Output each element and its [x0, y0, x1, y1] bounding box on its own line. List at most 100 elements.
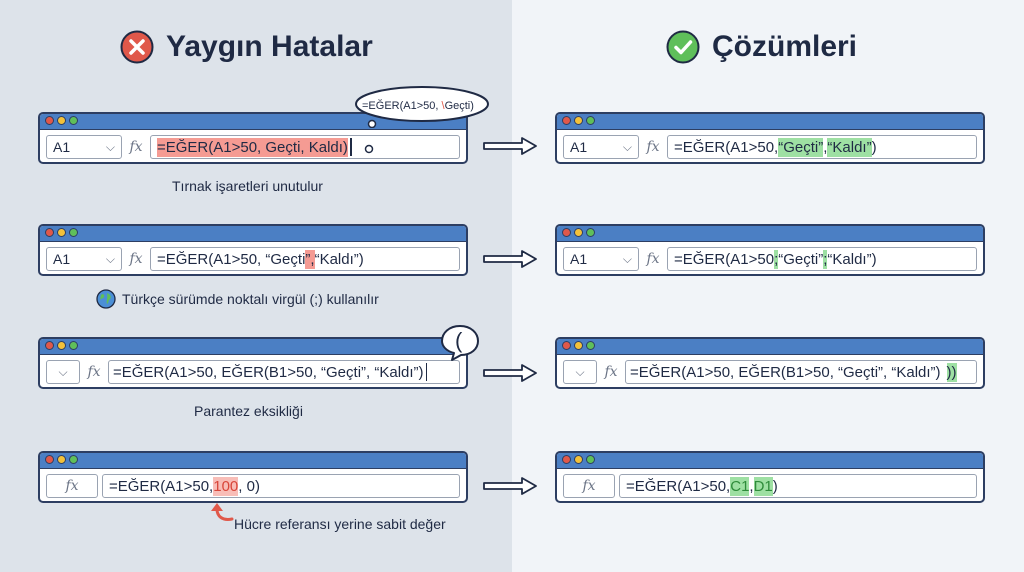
- minimize-dot-icon[interactable]: [57, 228, 66, 237]
- chevron-down-icon[interactable]: ⌵: [58, 364, 68, 379]
- close-dot-icon[interactable]: [45, 116, 54, 125]
- maximize-dot-icon[interactable]: [586, 341, 595, 350]
- maximize-dot-icon[interactable]: [69, 228, 78, 237]
- window-titlebar: [557, 339, 983, 355]
- fix-highlight: C1: [730, 476, 750, 496]
- maximize-dot-icon[interactable]: [69, 341, 78, 350]
- caption-missing-paren: Parantez eksikliği: [194, 403, 303, 419]
- formula-bar: A1⌵ fx =EĞER(A1>50, “Geçti”, “Kaldı”): [46, 246, 460, 272]
- window-titlebar: [40, 114, 466, 130]
- chevron-down-icon[interactable]: ⌵: [575, 364, 585, 379]
- formula-bar: ⌵ fx =EĞER(A1>50, EĞER(B1>50, “Geçti”, “…: [46, 359, 460, 385]
- name-box[interactable]: ⌵: [46, 360, 80, 384]
- close-dot-icon[interactable]: [562, 116, 571, 125]
- formula-input[interactable]: =EĞER(A1>50, EĞER(B1>50, “Geçti”, “Kaldı…: [625, 360, 977, 384]
- window-titlebar: [40, 339, 466, 355]
- formula-input[interactable]: =EĞER(A1>50, “Geçti”, “Kaldı”): [150, 247, 460, 271]
- close-dot-icon[interactable]: [562, 228, 571, 237]
- name-box[interactable]: A1⌵: [46, 247, 122, 271]
- arrow-right-icon: [483, 477, 537, 495]
- close-dot-icon[interactable]: [562, 341, 571, 350]
- formula-input[interactable]: =EĞER(A1>50, EĞER(B1>50, “Geçti”, “Kaldı…: [108, 360, 460, 384]
- name-box[interactable]: A1⌵: [563, 247, 639, 271]
- maximize-dot-icon[interactable]: [69, 455, 78, 464]
- arrow-right-icon: [483, 137, 537, 155]
- minimize-dot-icon[interactable]: [574, 455, 583, 464]
- fix-highlight: D1: [753, 476, 773, 496]
- name-box[interactable]: ⌵: [563, 360, 597, 384]
- maximize-dot-icon[interactable]: [586, 116, 595, 125]
- thought-dot: [364, 144, 374, 154]
- fix-highlight: “Kaldı”: [827, 137, 872, 157]
- formula-bar: A1⌵ fx =EĞER(A1>50; “Geçti”; “Kaldı”): [563, 246, 977, 272]
- fix-highlight: ;: [823, 249, 828, 269]
- fx-icon[interactable]: fx: [582, 478, 596, 494]
- fix-highlight: “Geçti”: [778, 137, 824, 157]
- formula-bar: A1⌵ fx =EĞER(A1>50, “Geçti”, “Kaldı”): [563, 134, 977, 160]
- fx-icon[interactable]: fx: [87, 364, 101, 380]
- formula-input[interactable]: =EĞER(A1>50, “Geçti”, “Kaldı”): [667, 135, 977, 159]
- formula-input[interactable]: =EĞER(A1>50, 100, 0): [102, 474, 460, 498]
- chevron-down-icon[interactable]: ⌵: [622, 251, 632, 266]
- excel-window-wrong-3: ⌵ fx =EĞER(A1>50, EĞER(B1>50, “Geçti”, “…: [38, 337, 468, 389]
- name-box[interactable]: A1⌵: [563, 135, 639, 159]
- arrow-right-icon: [483, 364, 537, 382]
- close-dot-icon[interactable]: [45, 228, 54, 237]
- excel-window-wrong-4: fx =EĞER(A1>50, 100, 0): [38, 451, 468, 503]
- window-titlebar: [557, 114, 983, 130]
- errors-heading: Yaygın Hatalar: [120, 30, 373, 64]
- minimize-dot-icon[interactable]: [57, 116, 66, 125]
- fx-icon[interactable]: fx: [604, 364, 618, 380]
- chevron-down-icon[interactable]: ⌵: [105, 139, 115, 154]
- text-cursor: [425, 363, 428, 381]
- excel-window-fixed-3: ⌵ fx =EĞER(A1>50, EĞER(B1>50, “Geçti”, “…: [555, 337, 985, 389]
- fix-highlight: )): [946, 362, 957, 382]
- window-titlebar: [557, 226, 983, 242]
- chevron-down-icon[interactable]: ⌵: [622, 139, 632, 154]
- formula-bar: fx =EĞER(A1>50, C1, D1): [563, 473, 977, 499]
- fx-icon[interactable]: fx: [646, 251, 660, 267]
- solutions-title: Çözümleri: [712, 30, 858, 63]
- excel-window-fixed-2: A1⌵ fx =EĞER(A1>50; “Geçti”; “Kaldı”): [555, 224, 985, 276]
- window-titlebar: [40, 453, 466, 469]
- formula-bar: fx =EĞER(A1>50, 100, 0): [46, 473, 460, 499]
- formula-error-highlight: ”,: [305, 249, 315, 269]
- maximize-dot-icon[interactable]: [586, 228, 595, 237]
- maximize-dot-icon[interactable]: [586, 455, 595, 464]
- fx-icon[interactable]: fx: [129, 251, 143, 267]
- fx-icon[interactable]: fx: [646, 139, 660, 155]
- fx-box[interactable]: fx: [563, 474, 615, 498]
- formula-error-highlight: 100: [213, 476, 239, 496]
- fix-highlight: ;: [774, 249, 779, 269]
- close-dot-icon[interactable]: [45, 455, 54, 464]
- close-dot-icon[interactable]: [562, 455, 571, 464]
- excel-window-fixed-1: A1⌵ fx =EĞER(A1>50, “Geçti”, “Kaldı”): [555, 112, 985, 164]
- close-dot-icon[interactable]: [45, 341, 54, 350]
- fx-box[interactable]: fx: [46, 474, 98, 498]
- formula-input[interactable]: =EĞER(A1>50, Geçti, Kaldı): [150, 135, 460, 159]
- missing-paren-hint: (: [455, 328, 463, 353]
- minimize-dot-icon[interactable]: [574, 341, 583, 350]
- globe-icon: [96, 289, 116, 309]
- formula-input[interactable]: =EĞER(A1>50; “Geçti”; “Kaldı”): [667, 247, 977, 271]
- name-box[interactable]: A1⌵: [46, 135, 122, 159]
- minimize-dot-icon[interactable]: [57, 341, 66, 350]
- error-x-icon: [120, 30, 154, 64]
- errors-title: Yaygın Hatalar: [166, 30, 373, 63]
- window-titlebar: [40, 226, 466, 242]
- minimize-dot-icon[interactable]: [57, 455, 66, 464]
- caption-semicolon: Türkçe sürümde noktalı virgül (;) kullan…: [96, 289, 379, 309]
- excel-window-wrong-2: A1⌵ fx =EĞER(A1>50, “Geçti”, “Kaldı”): [38, 224, 468, 276]
- check-icon: [666, 30, 700, 64]
- fx-icon[interactable]: fx: [65, 478, 79, 494]
- minimize-dot-icon[interactable]: [574, 116, 583, 125]
- chevron-down-icon[interactable]: ⌵: [105, 251, 115, 266]
- maximize-dot-icon[interactable]: [69, 116, 78, 125]
- speech-bubble: [441, 325, 479, 361]
- fx-icon[interactable]: fx: [129, 139, 143, 155]
- minimize-dot-icon[interactable]: [574, 228, 583, 237]
- thought-formula: =EĞER(A1>50, \Geçti): [362, 100, 474, 112]
- arrow-right-icon: [483, 250, 537, 268]
- formula-input[interactable]: =EĞER(A1>50, C1, D1): [619, 474, 977, 498]
- excel-window-fixed-4: fx =EĞER(A1>50, C1, D1): [555, 451, 985, 503]
